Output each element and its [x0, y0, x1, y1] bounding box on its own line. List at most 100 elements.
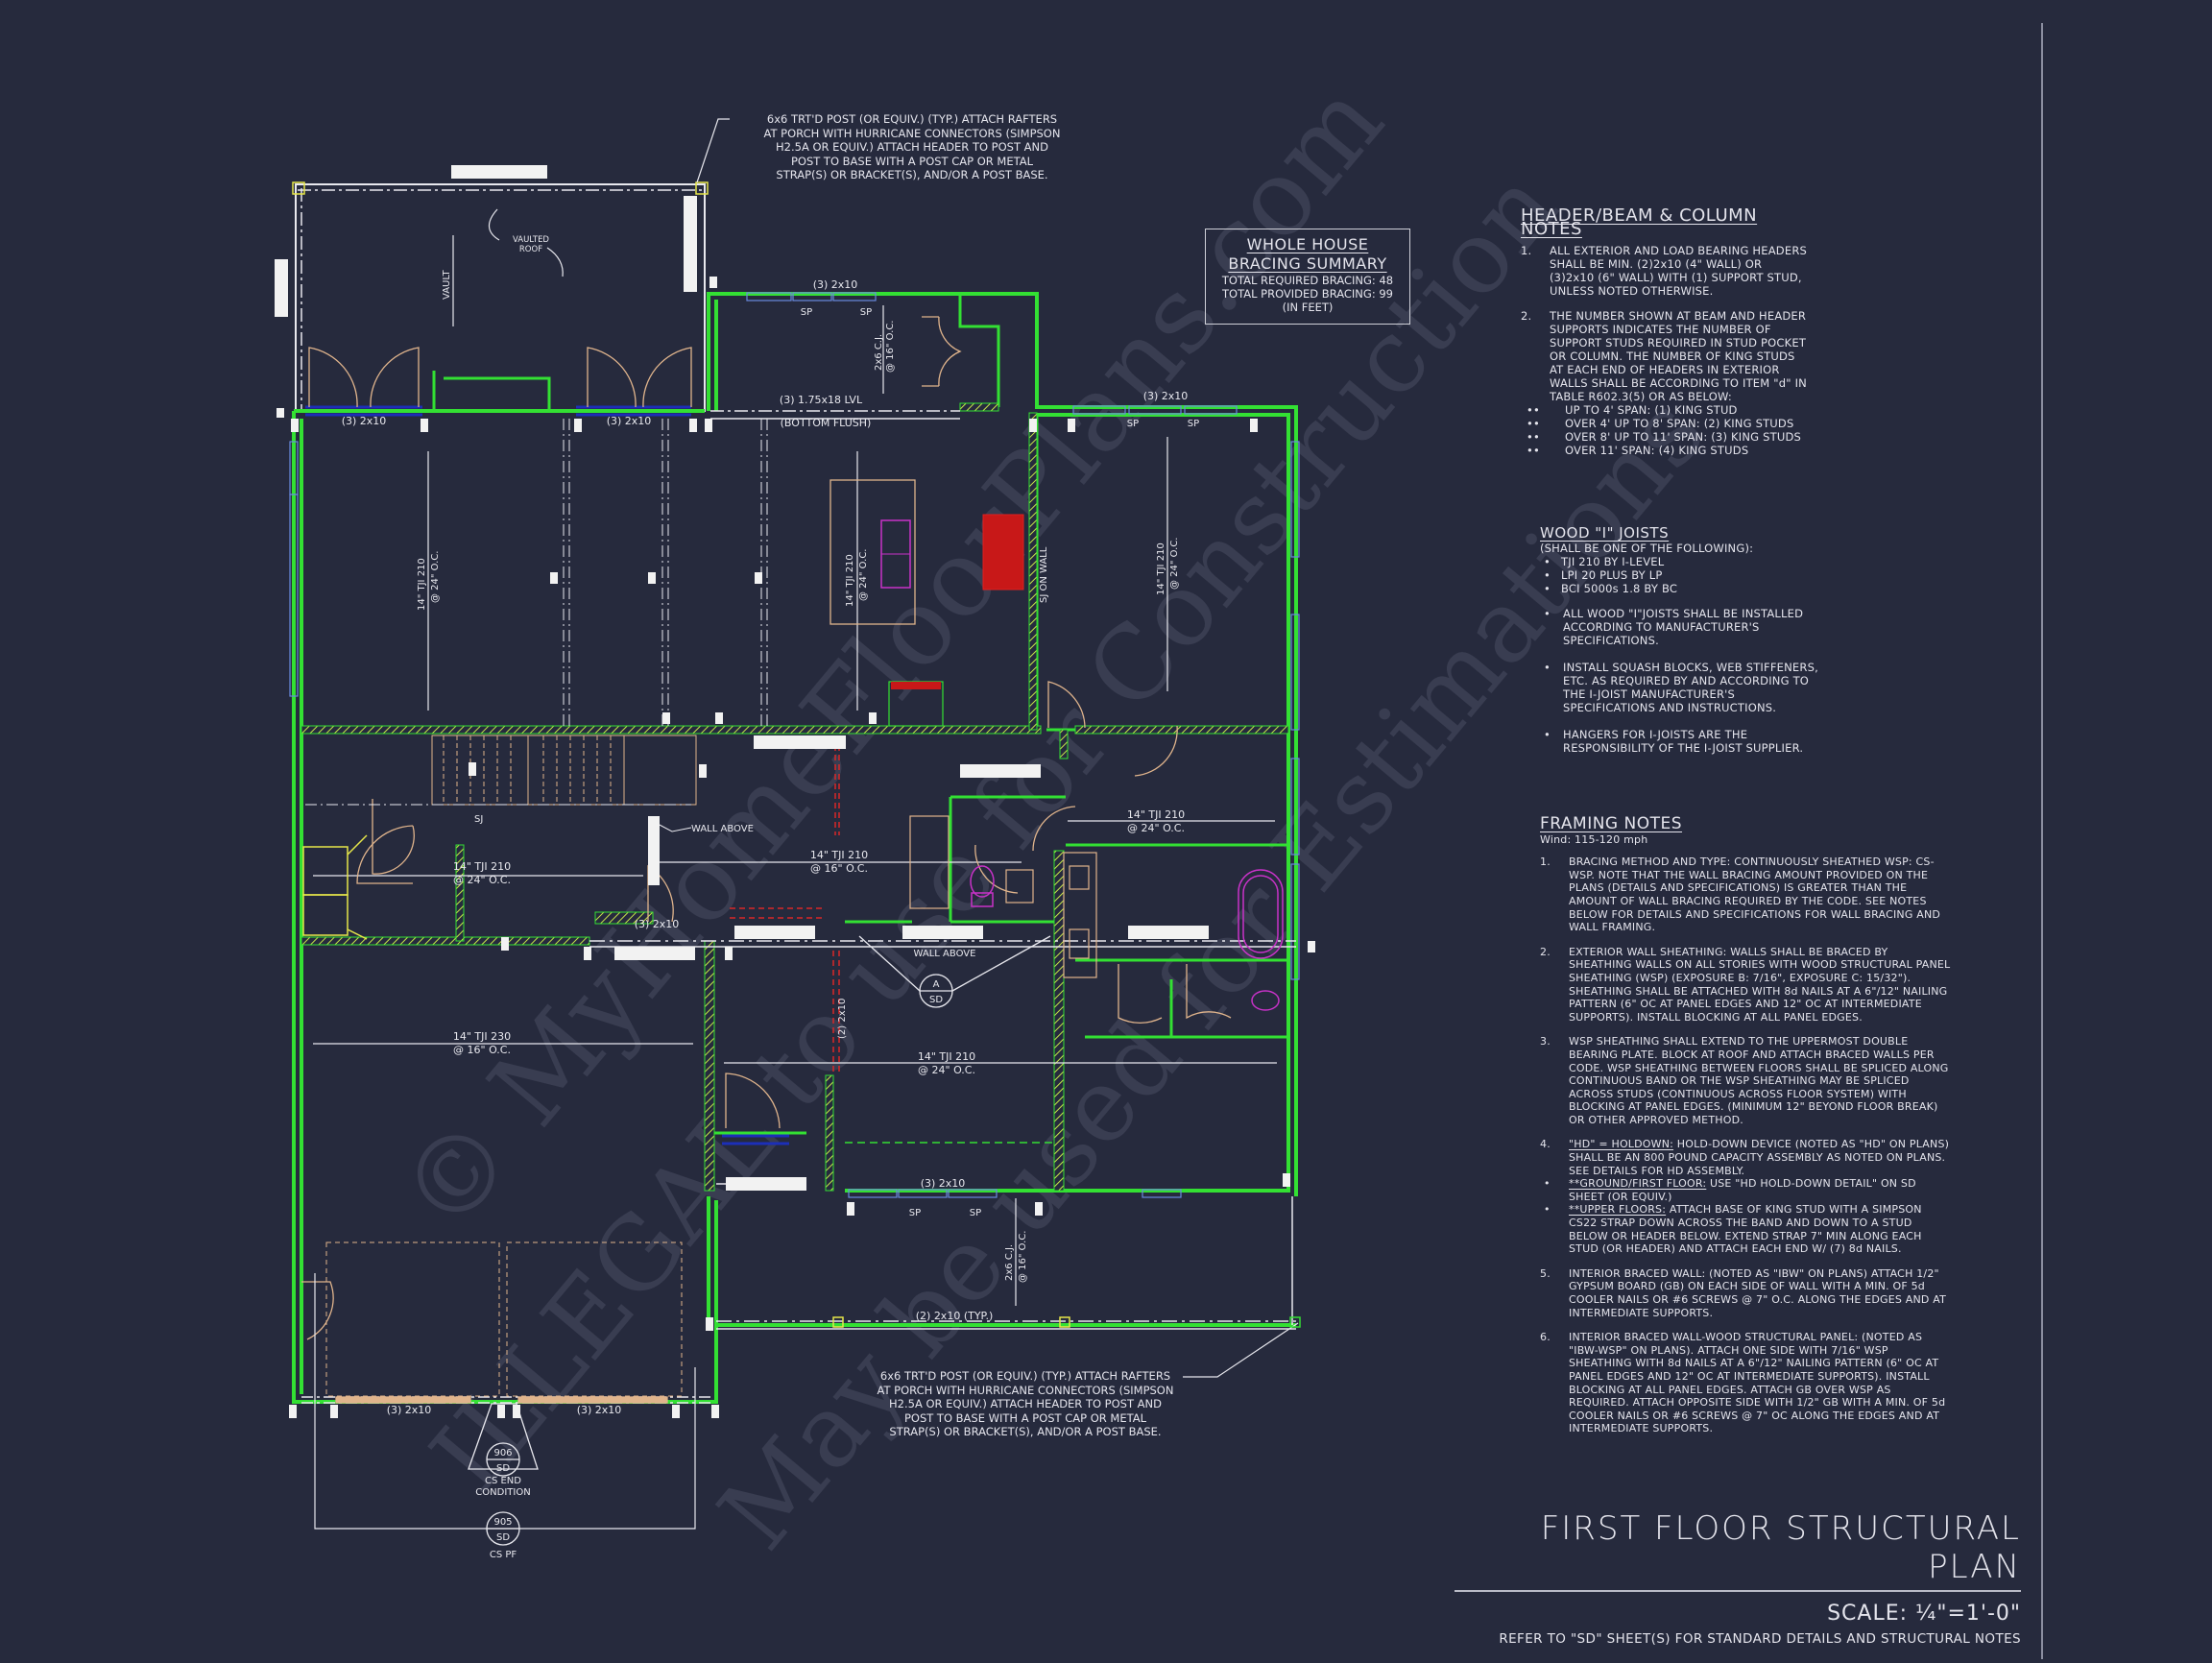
sheet-reference: REFER TO "SD" SHEET(S) FOR STANDARD DETA…: [1499, 1631, 2021, 1647]
detail-markers: [468, 935, 1051, 1546]
svg-text:(3) 2x10: (3) 2x10: [607, 415, 652, 427]
svg-text:SP: SP: [801, 307, 812, 318]
sheet-scale: SCALE: ¼"=1'-0": [1827, 1602, 2021, 1626]
kitchen-fixtures: [880, 514, 1024, 727]
svg-text:2x6 C.J.: 2x6 C.J.: [874, 334, 884, 371]
svg-text:CONDITION: CONDITION: [475, 1487, 530, 1498]
joist-note: •HANGERS FOR I-JOISTS ARE THE RESPONSIBI…: [1544, 728, 1804, 755]
svg-text:@ 24" O.C.: @ 24" O.C.: [430, 551, 441, 604]
wood-joists-title: WOOD "I" JOISTS: [1540, 524, 1670, 542]
svg-text:14" TJI 210: 14" TJI 210: [810, 849, 868, 861]
svg-text:2x6 C.J.: 2x6 C.J.: [1004, 1244, 1015, 1281]
svg-text:@ 16" O.C.: @ 16" O.C.: [453, 1044, 511, 1056]
svg-text:VAULT: VAULT: [442, 269, 452, 300]
bracing-title-1: WHOLE HOUSE: [1246, 235, 1369, 253]
svg-text:SP: SP: [970, 1208, 981, 1218]
svg-text:SP: SP: [860, 307, 872, 318]
bracing-units: (IN FEET): [1282, 301, 1334, 314]
svg-text:SP: SP: [1188, 419, 1199, 429]
svg-text:SP: SP: [909, 1208, 921, 1218]
svg-text:(2) 2x10 (TYP.): (2) 2x10 (TYP.): [916, 1310, 994, 1322]
svg-text:CS PF: CS PF: [490, 1550, 517, 1560]
header-beam-title: HEADER/BEAM & COLUMN NOTES: [1521, 205, 1758, 239]
laundry-appliances: [302, 834, 368, 940]
king-stud-item: ••OVER 4' UP TO 8' SPAN: (2) KING STUDS: [1527, 417, 1794, 430]
svg-text:SD: SD: [929, 995, 943, 1005]
garage-outline: [325, 1241, 683, 1397]
note-item: 2.THE NUMBER SHOWN AT BEAM AND HEADER SU…: [1521, 309, 1807, 403]
svg-text:906: 906: [493, 1448, 512, 1458]
doors: [301, 316, 1232, 1404]
post-callout-bottom: 6x6 TRT'D POST (OR EQUIV.) (TYP.) ATTACH…: [877, 1369, 1174, 1438]
svg-text:(3) 2x10: (3) 2x10: [387, 1404, 432, 1416]
svg-text:(3) 2x10: (3) 2x10: [577, 1404, 622, 1416]
framing-note: 5.INTERIOR BRACED WALL: (NOTED AS "IBW" …: [1540, 1266, 1947, 1319]
svg-text:14" TJI 210: 14" TJI 210: [918, 1050, 975, 1063]
svg-text:14" TJI 210: 14" TJI 210: [845, 554, 855, 607]
framing-note: 4."HD" = HOLDOWN: HOLD-DOWN DEVICE (NOTE…: [1540, 1138, 1950, 1177]
bracing-summary-box: WHOLE HOUSE BRACING SUMMARY TOTAL REQUIR…: [1205, 229, 1410, 325]
svg-text:(3) 2x10: (3) 2x10: [635, 918, 680, 930]
stairs: [305, 735, 697, 806]
svg-text:(3) 2x10: (3) 2x10: [342, 415, 387, 427]
joist-note: •ALL WOOD "I"JOISTS SHALL BE INSTALLED A…: [1544, 607, 1804, 647]
svg-text:SD: SD: [496, 1532, 510, 1543]
framing-notes-title: FRAMING NOTES: [1540, 814, 1683, 833]
beam-tags: [614, 735, 1209, 1191]
framing-note: 6.INTERIOR BRACED WALL-WOOD STRUCTURAL P…: [1540, 1331, 1946, 1435]
svg-text:14" TJI 210: 14" TJI 210: [1127, 808, 1185, 821]
svg-text:14" TJI 230: 14" TJI 230: [453, 1030, 511, 1043]
framing-note: 1.BRACING METHOD AND TYPE: CONTINUOUSLY …: [1540, 856, 1941, 934]
svg-text:(3) 1.75x18 LVL: (3) 1.75x18 LVL: [780, 394, 863, 406]
svg-text:SJ: SJ: [474, 814, 483, 825]
wood-joists-subtitle: (SHALL BE ONE OF THE FOLLOWING):: [1540, 542, 1754, 555]
svg-text:CS END: CS END: [485, 1476, 521, 1486]
joist-arrows: [313, 305, 1277, 1306]
rear-porch: [275, 165, 709, 412]
header-beam-notes: HEADER/BEAM & COLUMN NOTES 1.ALL EXTERIO…: [1521, 205, 1809, 458]
post-callout-top: 6x6 TRT'D POST (OR EQUIV.) (TYP.) ATTACH…: [763, 112, 1061, 181]
svg-text:(3) 2x10: (3) 2x10: [921, 1177, 966, 1190]
leader-line: [696, 118, 730, 183]
bracing-title-2: BRACING SUMMARY: [1228, 254, 1387, 273]
framing-note: •**UPPER FLOORS: ATTACH BASE OF KING STU…: [1544, 1203, 1922, 1256]
king-stud-item: ••UP TO 4' SPAN: (1) KING STUD: [1527, 403, 1738, 417]
svg-text:ROOF: ROOF: [519, 245, 542, 254]
king-stud-item: ••OVER 11' SPAN: (4) KING STUDS: [1527, 444, 1749, 457]
stud-markers: [276, 277, 1315, 1418]
leader-line: [1183, 1322, 1299, 1378]
svg-text:SJ ON WALL: SJ ON WALL: [1039, 546, 1049, 603]
framing-note: 2.EXTERIOR WALL SHEATHING: WALLS SHALL B…: [1540, 945, 1951, 1024]
joist-dividers: [563, 419, 768, 726]
svg-text:@ 24" O.C.: @ 24" O.C.: [453, 874, 511, 886]
svg-text:(BOTTOM FLUSH): (BOTTOM FLUSH): [781, 417, 872, 429]
svg-text:WALL ABOVE: WALL ABOVE: [691, 824, 754, 834]
framing-note: 3.WSP SHEATHING SHALL EXTEND TO THE UPPE…: [1540, 1035, 1949, 1126]
svg-text:@ 16" O.C.: @ 16" O.C.: [810, 862, 868, 875]
title-block: FIRST FLOOR STRUCTURAL PLAN SCALE: ¼"=1'…: [1455, 1509, 2021, 1647]
svg-text:(3) 2x10: (3) 2x10: [1143, 390, 1189, 402]
svg-text:@ 24" O.C.: @ 24" O.C.: [1127, 822, 1185, 834]
bracing-provided: TOTAL PROVIDED BRACING: 99: [1222, 287, 1393, 301]
svg-text:@ 16" O.C.: @ 16" O.C.: [885, 321, 896, 374]
joist-note: •INSTALL SQUASH BLOCKS, WEB STIFFENERS, …: [1544, 661, 1818, 714]
wind-speed: Wind: 115-120 mph: [1540, 832, 1648, 846]
svg-text:@ 16" O.C.: @ 16" O.C.: [1018, 1231, 1028, 1284]
svg-text:VAULTED: VAULTED: [513, 235, 549, 245]
framing-note: •**GROUND/FIRST FLOOR: USE "HD HOLD-DOWN…: [1544, 1177, 1916, 1203]
svg-text:905: 905: [493, 1517, 512, 1528]
svg-text:SD: SD: [496, 1463, 510, 1474]
svg-text:@ 24" O.C.: @ 24" O.C.: [858, 549, 869, 602]
svg-text:14" TJI 210: 14" TJI 210: [453, 860, 511, 873]
svg-text:WALL ABOVE: WALL ABOVE: [914, 949, 976, 959]
sheet-border: [2041, 23, 2043, 1659]
wood-joists-notes: WOOD "I" JOISTS (SHALL BE ONE OF THE FOL…: [1540, 526, 1828, 766]
svg-text:SP: SP: [1127, 419, 1139, 429]
window-units: [289, 292, 1300, 1198]
plan-labels: (3) 2x10 SP SP 2x6 C.J. @ 16" O.C. (3) 2…: [342, 278, 1199, 1416]
leader-line: [657, 823, 692, 832]
bracing-required: TOTAL REQUIRED BRACING: 48: [1221, 274, 1394, 287]
sheet-title: FIRST FLOOR STRUCTURAL PLAN: [1455, 1509, 2021, 1592]
svg-text:14" TJI 210: 14" TJI 210: [417, 558, 427, 611]
